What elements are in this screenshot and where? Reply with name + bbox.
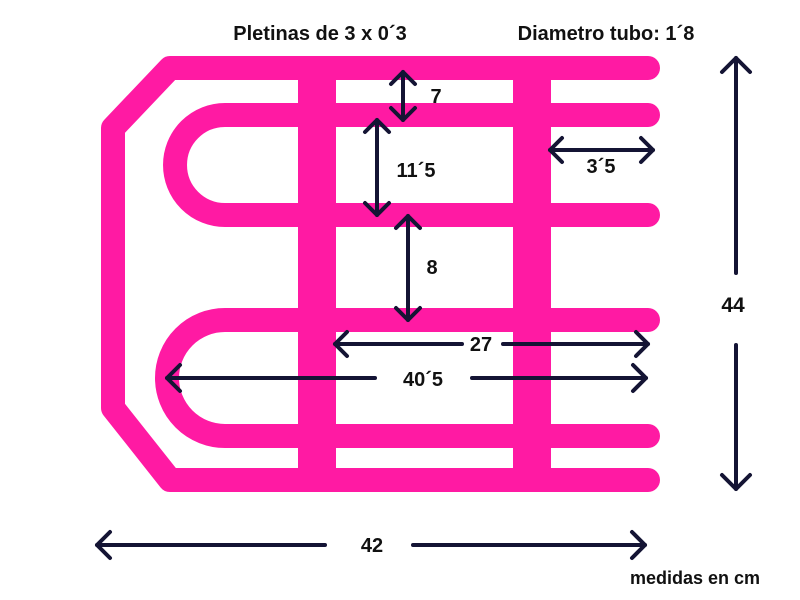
arrow-40-5-head-left <box>165 363 182 393</box>
dimension-label-44: 44 <box>721 294 745 317</box>
dimension-label-27: 27 <box>470 334 492 356</box>
upper-loop-tube <box>163 103 660 227</box>
outer-tube <box>101 56 660 492</box>
arrow-42-head-left <box>95 530 112 560</box>
arrow-7-head-bottom <box>389 106 417 122</box>
diametro-label: Diametro tubo: 1´8 <box>518 23 695 45</box>
arrow-3-5-head-right <box>639 136 655 164</box>
arrow-8-head-top <box>394 214 422 230</box>
dimension-label-3-5: 3´5 <box>587 156 616 178</box>
arrow-27-head-right <box>634 330 650 358</box>
arrow-40-5-head-right <box>631 363 648 393</box>
units-note: medidas en cm <box>630 568 760 588</box>
pletinas-label: Pletinas de 3 x 0´3 <box>233 23 406 45</box>
dimension-label-42: 42 <box>361 535 383 557</box>
dimension-label-7: 7 <box>430 86 441 108</box>
arrow-8-head-bottom <box>394 306 422 322</box>
arrow-42-head-right <box>630 530 647 560</box>
arrow-27-head-left <box>333 330 349 358</box>
dimension-label-11-5: 11´5 <box>397 160 436 182</box>
arrow-11-5-head-bottom <box>363 201 391 217</box>
arrow-44-head-bottom <box>720 473 752 491</box>
dimension-label-40-5: 40´5 <box>403 369 443 391</box>
arrow-44-head-top <box>720 56 752 74</box>
tube-structure <box>101 56 660 492</box>
dimension-arrows <box>95 56 752 560</box>
dimension-label-8: 8 <box>426 257 437 279</box>
arrow-3-5-head-left <box>548 136 564 164</box>
arrow-11-5-head-top <box>363 118 391 134</box>
arrow-7-head-top <box>389 70 417 86</box>
